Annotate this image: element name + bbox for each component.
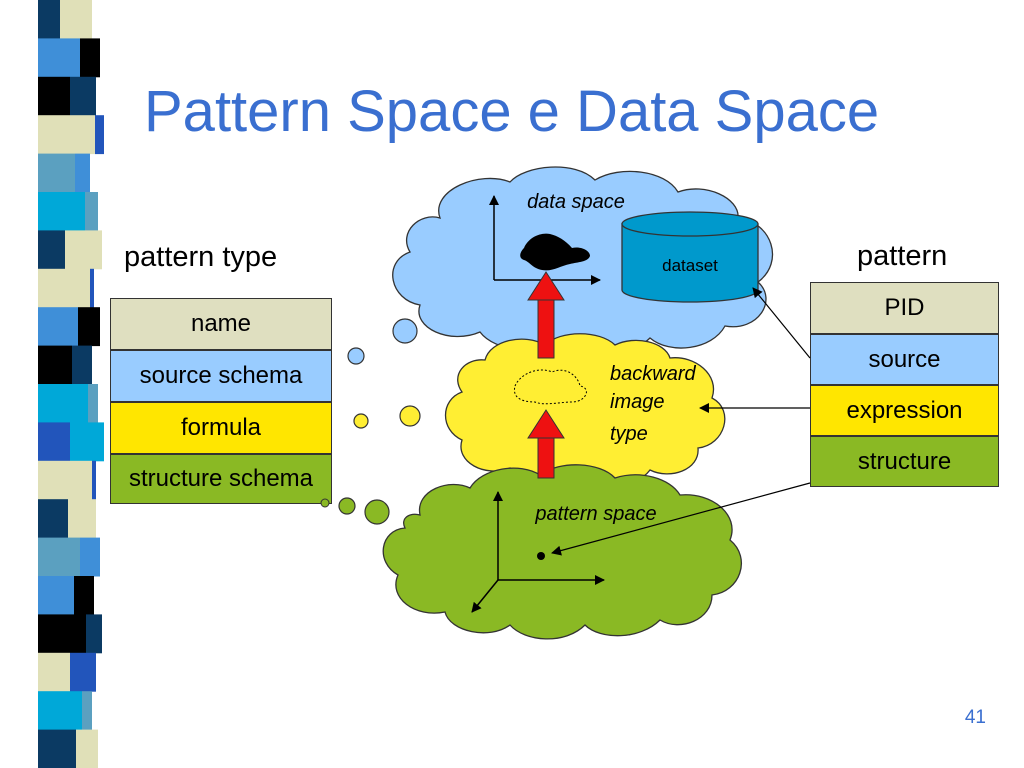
stripe-block bbox=[38, 345, 72, 385]
pattern-space-cloud bbox=[382, 464, 742, 640]
stripe-block bbox=[86, 614, 102, 654]
stripe-block bbox=[38, 0, 60, 39]
backward-image-cloud bbox=[445, 333, 726, 486]
backward-label-line-2: image bbox=[610, 391, 664, 413]
pattern-row-expression: expression bbox=[810, 385, 999, 436]
stripe-block bbox=[95, 115, 104, 155]
dataset-cylinder bbox=[621, 211, 759, 303]
slide-number: 41 bbox=[964, 707, 986, 728]
stripe-block bbox=[38, 115, 95, 155]
stripe-block bbox=[38, 460, 92, 500]
stripe-block bbox=[70, 76, 96, 116]
stripe-block bbox=[38, 652, 70, 692]
source-to-dataset-arrow bbox=[752, 287, 811, 359]
stripe-block bbox=[85, 192, 98, 231]
decorative-stripe-band bbox=[38, 0, 104, 768]
stripe-block bbox=[38, 384, 88, 423]
stripe-block bbox=[38, 691, 82, 731]
pattern-space-axes bbox=[471, 491, 605, 613]
stripe-block bbox=[65, 230, 102, 270]
slide-title: Pattern Space e Data Space bbox=[144, 79, 880, 144]
pattern-heading: pattern bbox=[857, 240, 948, 272]
pattern-space-label: pattern space bbox=[534, 503, 656, 525]
stripe-block bbox=[38, 192, 85, 231]
stripe-block bbox=[92, 460, 96, 500]
stripe-block bbox=[75, 153, 90, 193]
bubble-green-medium bbox=[338, 497, 356, 515]
stripe-block bbox=[38, 76, 70, 116]
stripe-block bbox=[38, 499, 68, 539]
pattern-type-heading: pattern type bbox=[124, 241, 278, 273]
stripe-block bbox=[38, 230, 65, 270]
stripe-block bbox=[82, 691, 92, 731]
stripe-block bbox=[60, 0, 92, 39]
stripe-block bbox=[38, 729, 76, 768]
pattern-type-row-source-schema: source schema bbox=[110, 350, 332, 402]
stripe-block bbox=[76, 729, 98, 768]
stripe-block bbox=[74, 576, 94, 615]
stripe-block bbox=[38, 422, 70, 462]
bubble-blue-large bbox=[392, 318, 418, 344]
pattern-type-row-formula: formula bbox=[110, 402, 332, 454]
stripe-block bbox=[70, 422, 104, 462]
red-arrow-upper bbox=[527, 271, 565, 359]
stripe-block bbox=[88, 384, 98, 423]
stripe-block bbox=[70, 652, 96, 692]
pattern-row-source: source bbox=[810, 334, 999, 385]
stripe-block bbox=[38, 153, 75, 193]
stripe-block bbox=[72, 345, 92, 385]
backward-label-line-1: backward bbox=[610, 363, 696, 385]
stripe-block bbox=[38, 268, 90, 308]
pattern-type-row-structure-schema: structure schema bbox=[110, 454, 332, 504]
pattern-row-structure: structure bbox=[810, 436, 999, 487]
stripe-block bbox=[78, 307, 100, 347]
pattern-type-row-name: name bbox=[110, 298, 332, 350]
data-space-label: data space bbox=[527, 191, 625, 213]
bubble-green-small bbox=[320, 498, 330, 508]
bubble-green-large bbox=[364, 499, 390, 525]
backward-label-line-3: type bbox=[610, 423, 648, 445]
stripe-block bbox=[38, 614, 86, 654]
structure-to-point-arrow bbox=[551, 482, 811, 556]
stripe-block bbox=[38, 38, 80, 78]
data-blob-shape bbox=[520, 233, 590, 271]
red-arrow-lower bbox=[527, 409, 565, 479]
dataset-label: dataset bbox=[662, 256, 718, 275]
stripe-block bbox=[80, 537, 100, 577]
bubble-blue-small bbox=[347, 347, 365, 365]
stripe-block bbox=[80, 38, 100, 78]
stripe-block bbox=[38, 576, 74, 615]
bubble-yellow-large bbox=[399, 405, 421, 427]
stripe-block bbox=[38, 537, 80, 577]
bubble-yellow-small bbox=[353, 413, 369, 429]
stripe-block bbox=[90, 268, 94, 308]
stripe-block bbox=[38, 307, 78, 347]
pattern-point bbox=[537, 552, 545, 560]
thought-bubbles bbox=[320, 318, 421, 525]
pattern-row-pid: PID bbox=[810, 282, 999, 334]
stripe-block bbox=[68, 499, 96, 539]
